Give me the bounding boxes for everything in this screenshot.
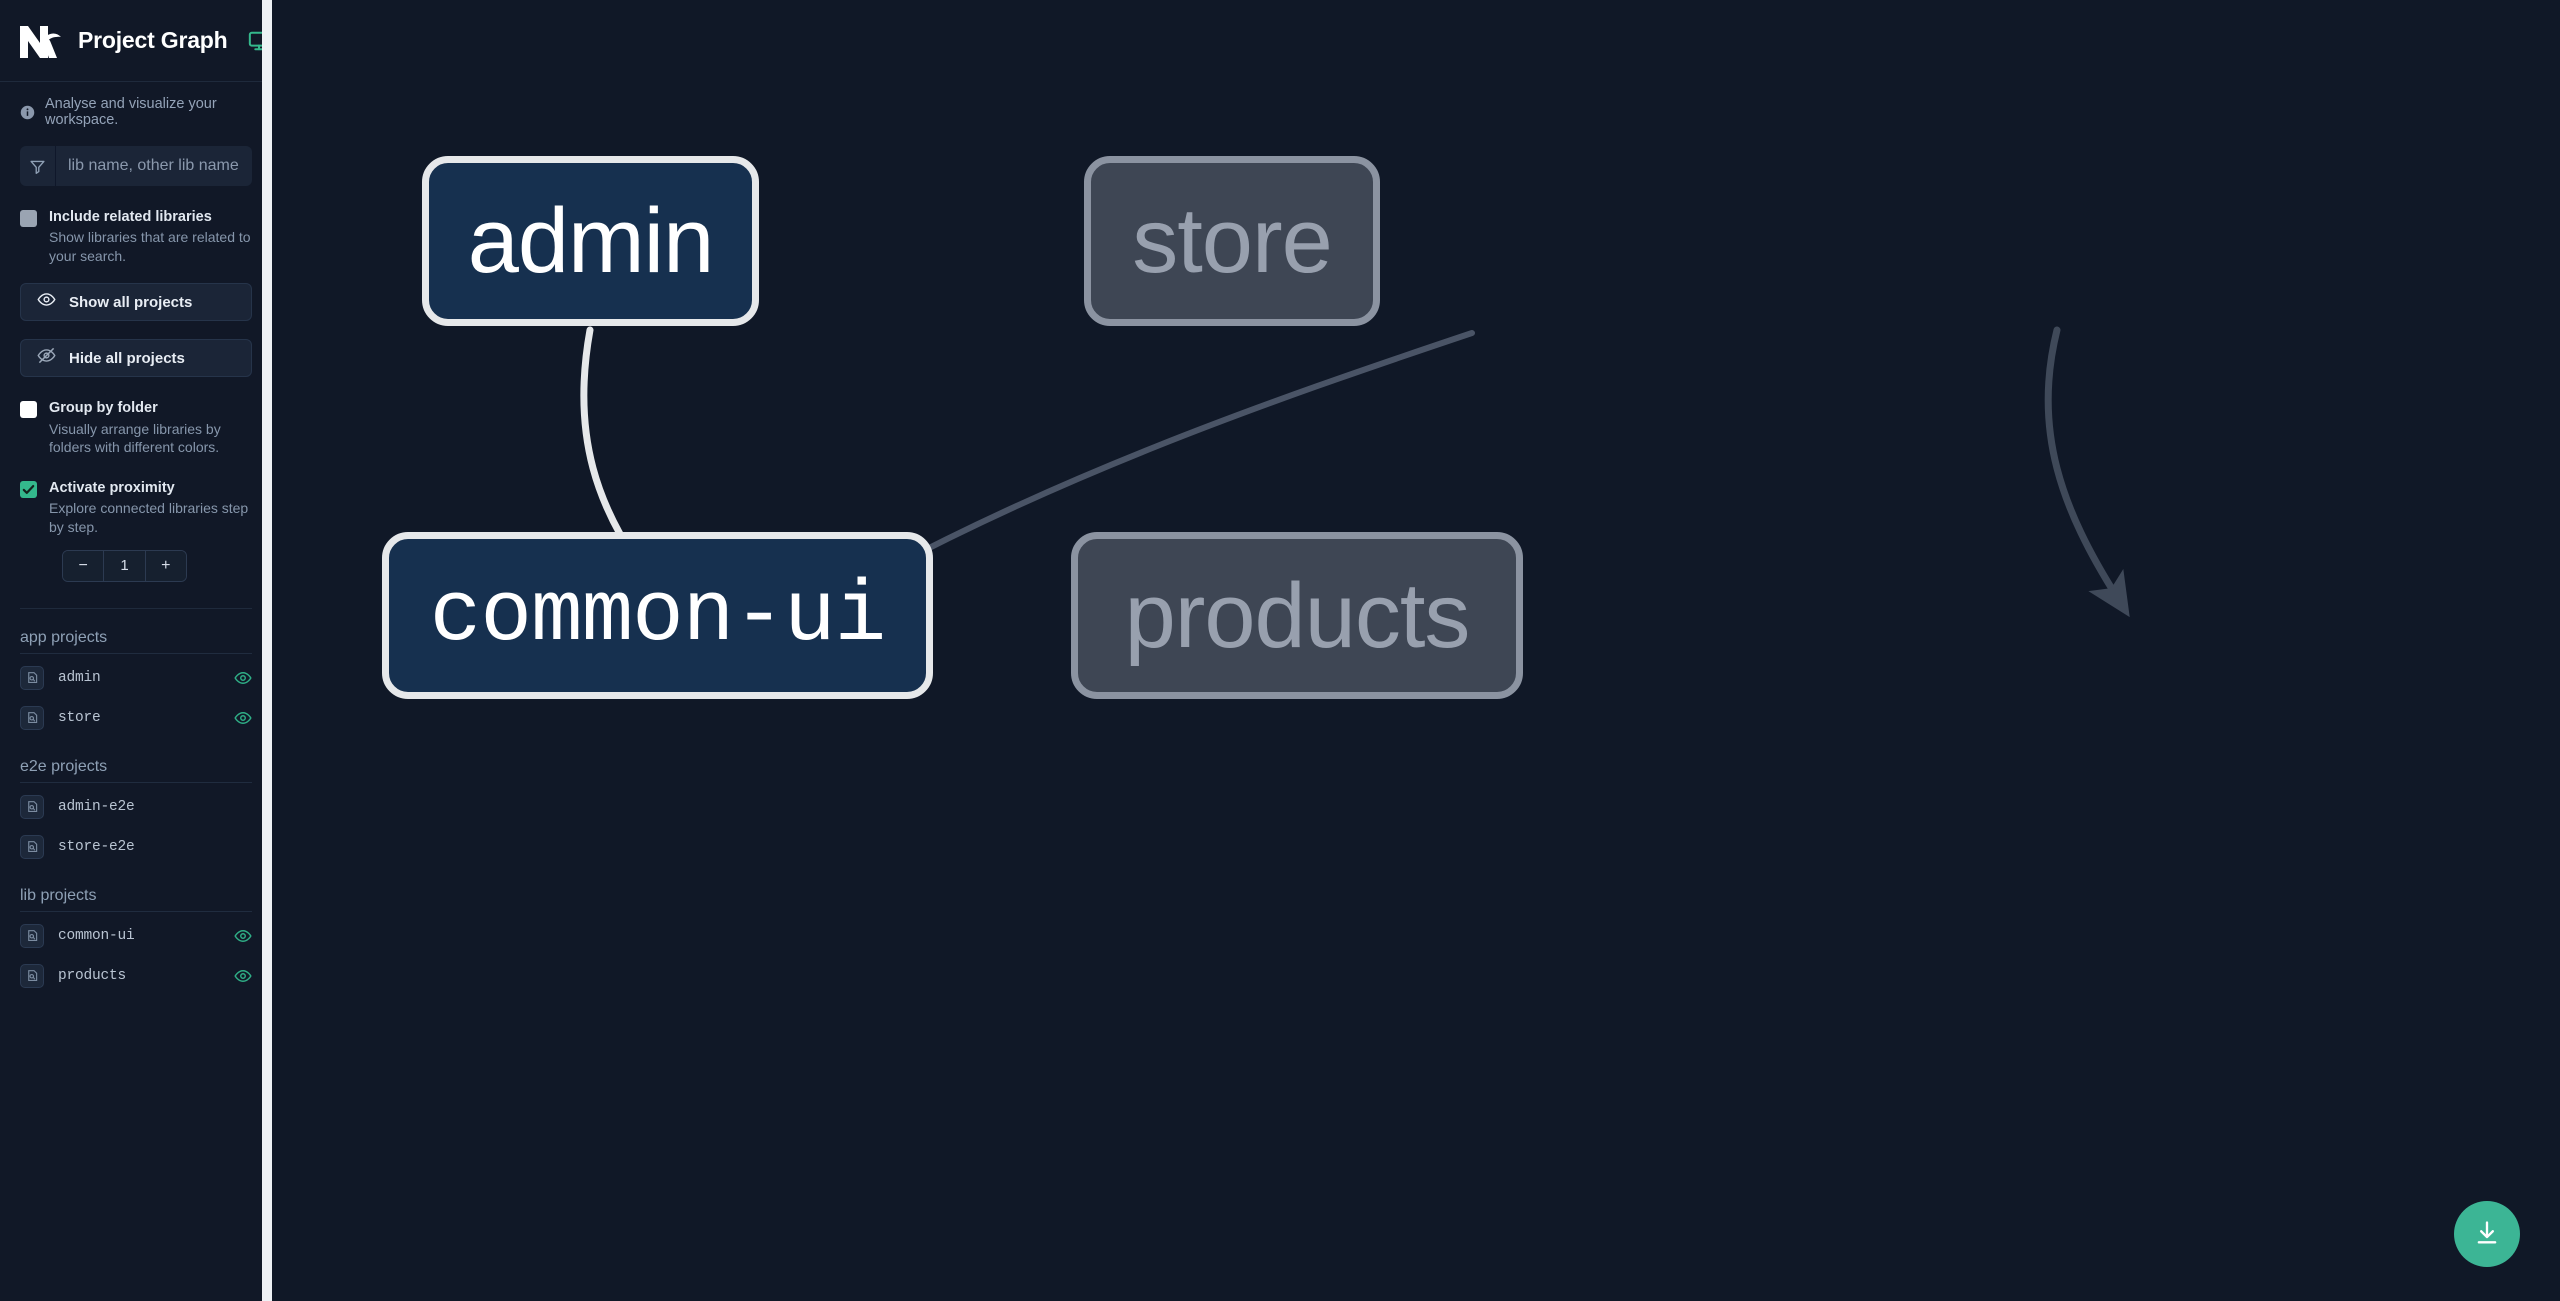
download-icon — [2473, 1219, 2501, 1250]
include-related-label: Include related libraries — [49, 209, 212, 225]
graph-node-store[interactable]: store — [1084, 156, 1380, 326]
graph-node-common-ui[interactable]: common-ui — [382, 532, 933, 699]
sidebar-tagline: Analyse and visualize your workspace. — [0, 82, 272, 140]
activate-proximity-description: Explore connected libraries step by step… — [49, 500, 249, 535]
project-visibility-eye-icon[interactable] — [234, 927, 252, 945]
graph-node-products[interactable]: products — [1071, 532, 1523, 699]
info-icon — [20, 105, 35, 120]
edge-store-to-products — [2044, 326, 2130, 618]
show-all-projects-button[interactable]: Show all projects — [20, 283, 252, 322]
hide-all-projects-label: Hide all projects — [69, 349, 185, 367]
project-name: admin — [58, 669, 101, 686]
project-row-store[interactable]: store — [20, 698, 252, 738]
graph-canvas[interactable]: admin store common-ui products — [272, 0, 2560, 1301]
nx-logo-icon — [18, 20, 64, 62]
project-name: store — [58, 709, 101, 726]
proximity-decrement-button[interactable]: − — [63, 550, 104, 581]
sidebar: Project Graph Analyse and visualize your… — [0, 0, 272, 1301]
project-icon — [20, 923, 44, 948]
project-icon — [20, 665, 44, 690]
proximity-increment-button[interactable]: + — [144, 550, 186, 581]
sidebar-header: Project Graph — [0, 0, 272, 82]
project-row-products[interactable]: products — [20, 956, 252, 996]
graph-node-label: products — [1124, 564, 1471, 667]
project-visibility-eye-icon[interactable] — [234, 669, 252, 687]
option-group-by-folder[interactable]: Group by folder Visually arrange librari… — [20, 399, 252, 456]
include-related-description: Show libraries that are related to your … — [49, 229, 251, 264]
option-activate-proximity[interactable]: Activate proximity Explore connected lib… — [20, 479, 252, 536]
app-title: Project Graph — [78, 27, 228, 53]
project-row-admin[interactable]: admin — [20, 658, 252, 698]
sidebar-body: Include related libraries Show libraries… — [0, 140, 272, 996]
group-by-folder-label: Group by folder — [49, 400, 158, 417]
group-by-folder-checkbox[interactable] — [20, 401, 37, 419]
project-name: common-ui — [58, 927, 135, 944]
group-heading-lib-projects: lib projects — [20, 867, 252, 912]
graph-node-label: store — [1132, 190, 1333, 292]
group-heading-e2e-projects: e2e projects — [20, 738, 252, 783]
download-graph-button[interactable] — [2454, 1201, 2520, 1267]
include-related-checkbox[interactable] — [20, 210, 37, 227]
eye-icon — [37, 290, 56, 314]
sidebar-divider — [20, 607, 252, 609]
project-name: admin-e2e — [58, 798, 135, 815]
filter-icon — [29, 158, 46, 175]
search-input[interactable] — [56, 146, 252, 186]
project-visibility-eye-icon[interactable] — [234, 709, 252, 727]
graph-node-label: common-ui — [429, 566, 886, 665]
filter-icon-wrap — [20, 146, 56, 186]
group-heading-app-projects: app projects — [20, 609, 252, 654]
project-row-admin-e2e[interactable]: admin-e2e — [20, 787, 252, 827]
project-row-common-ui[interactable]: common-ui — [20, 916, 252, 956]
project-row-store-e2e[interactable]: store-e2e — [20, 827, 252, 867]
project-name: store-e2e — [58, 838, 135, 855]
project-visibility-eye-icon[interactable] — [234, 967, 252, 985]
hide-all-projects-button[interactable]: Hide all projects — [20, 339, 252, 378]
group-by-folder-description: Visually arrange libraries by folders wi… — [49, 420, 221, 456]
show-all-projects-label: Show all projects — [69, 293, 193, 311]
project-icon — [20, 834, 44, 859]
project-name: products — [58, 967, 127, 984]
proximity-stepper[interactable]: − 1 + — [62, 549, 187, 582]
project-icon — [20, 963, 44, 988]
eye-off-icon — [37, 346, 56, 370]
project-icon — [20, 794, 44, 819]
activate-proximity-checkbox[interactable] — [20, 480, 37, 498]
project-icon — [20, 705, 44, 730]
proximity-value: 1 — [103, 550, 145, 581]
sidebar-scrollbar[interactable] — [262, 0, 272, 1301]
graph-node-label: admin — [467, 190, 715, 292]
activate-proximity-label: Activate proximity — [49, 479, 175, 496]
graph-node-admin[interactable]: admin — [422, 156, 759, 326]
tagline-text: Analyse and visualize your workspace. — [45, 96, 217, 128]
search-filter-box[interactable] — [20, 146, 252, 186]
option-include-related-libraries[interactable]: Include related libraries Show libraries… — [20, 208, 252, 265]
